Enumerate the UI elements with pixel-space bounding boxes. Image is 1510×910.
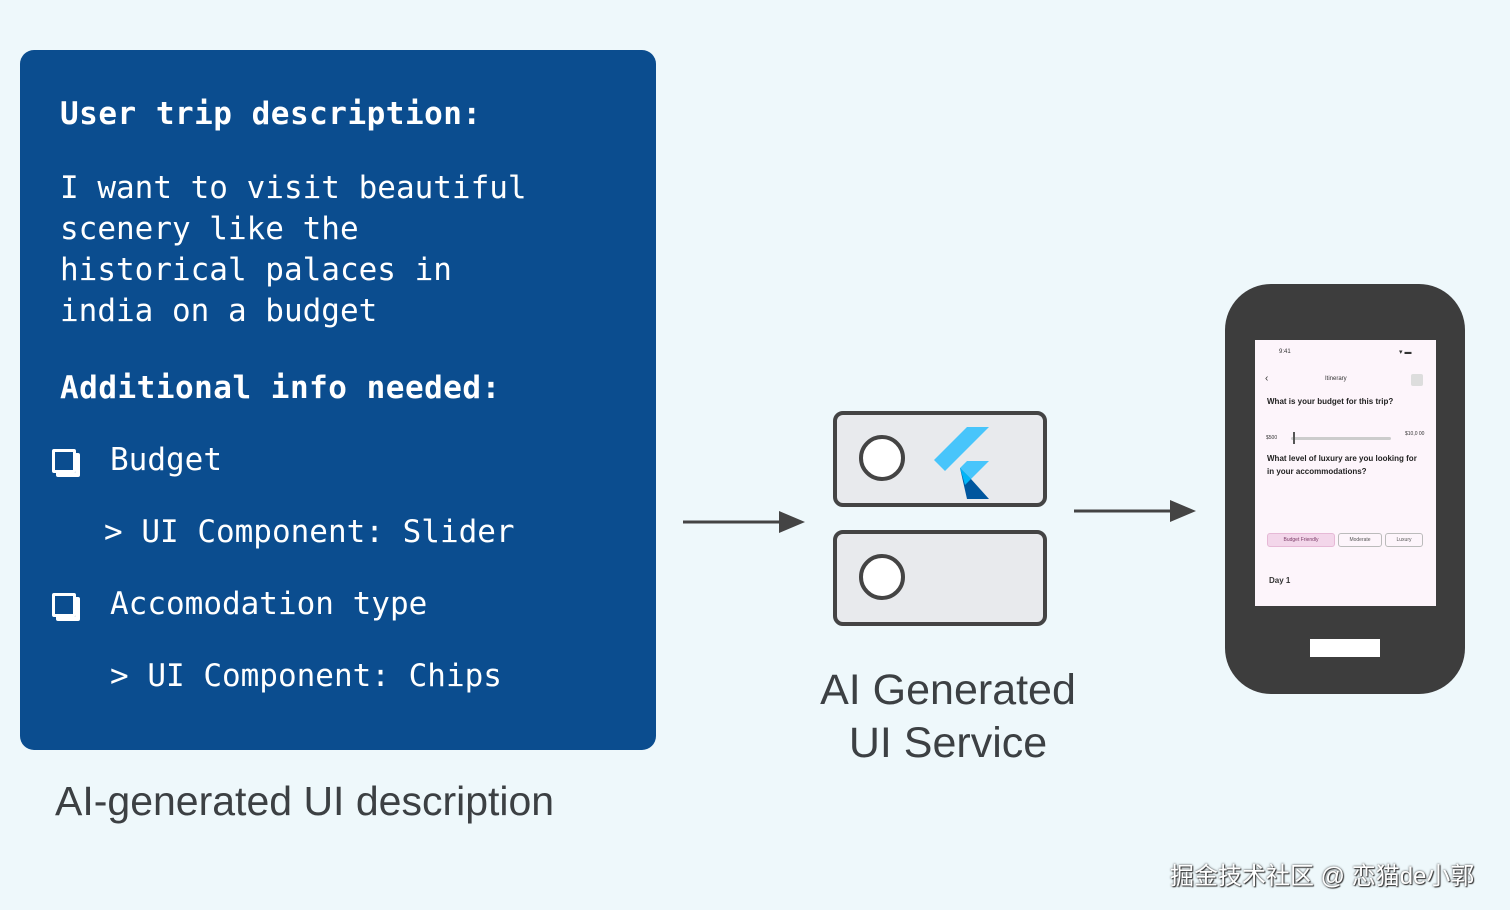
- watermark: 掘金技术社区 @ 恋猫de小郭: [1170, 863, 1475, 890]
- panel-caption: AI-generated UI description: [55, 778, 555, 824]
- chip-moderate[interactable]: Moderate: [1338, 533, 1382, 547]
- flutter-logo-icon: [934, 427, 989, 499]
- radio-circle-icon: [859, 435, 905, 481]
- slider-thumb[interactable]: [1293, 432, 1295, 444]
- checkbox-icon: [52, 449, 76, 473]
- budget-question: What is your budget for this trip?: [1267, 397, 1394, 406]
- phone-screen: 9:41 ▾ ▬ ‹ Itinerary What is your budget…: [1255, 340, 1436, 606]
- radio-circle-icon: [859, 554, 905, 600]
- chip-budget-friendly[interactable]: Budget Friendly: [1267, 533, 1335, 547]
- phone-mockup: 9:41 ▾ ▬ ‹ Itinerary What is your budget…: [1225, 284, 1465, 694]
- info-item-label: Budget: [110, 442, 222, 478]
- home-button[interactable]: [1310, 639, 1380, 657]
- screen-title: Itinerary: [1325, 376, 1347, 382]
- service-card: [833, 411, 1047, 507]
- slider-min-label: $500: [1266, 435, 1278, 441]
- status-icons: ▾ ▬: [1399, 349, 1412, 356]
- chip-luxury[interactable]: Luxury: [1385, 533, 1423, 547]
- arrow-right-icon: [1074, 500, 1196, 522]
- day-label: Day 1: [1269, 576, 1291, 585]
- ui-description-panel: User trip description: I want to visit b…: [20, 50, 656, 750]
- trip-description-heading: User trip description:: [60, 96, 482, 132]
- info-item-component: > UI Component: Chips: [110, 658, 502, 694]
- additional-info-heading: Additional info needed:: [60, 370, 501, 406]
- service-caption: AI Generated UI Service: [790, 664, 1106, 770]
- info-item-component: > UI Component: Slider: [104, 514, 515, 550]
- service-caption-line2: UI Service: [848, 719, 1048, 767]
- luxury-question: What level of luxury are you looking for…: [1267, 454, 1417, 476]
- slider-max-label: $10,0 00: [1405, 431, 1425, 437]
- trip-description-text: I want to visit beautiful scenery like t…: [60, 170, 527, 329]
- info-item-accomodation: Accomodation type: [52, 586, 427, 622]
- menu-icon[interactable]: [1411, 374, 1423, 386]
- service-caption-line1: AI Generated: [820, 666, 1076, 714]
- service-card: [833, 530, 1047, 626]
- status-time: 9:41: [1279, 349, 1291, 355]
- arrow-right-icon: [683, 511, 805, 533]
- info-item-label: Accomodation type: [110, 586, 428, 622]
- checkbox-icon: [52, 593, 76, 617]
- info-item-budget: Budget: [52, 442, 222, 478]
- budget-slider[interactable]: [1291, 437, 1391, 440]
- back-chevron-icon[interactable]: ‹: [1265, 373, 1269, 384]
